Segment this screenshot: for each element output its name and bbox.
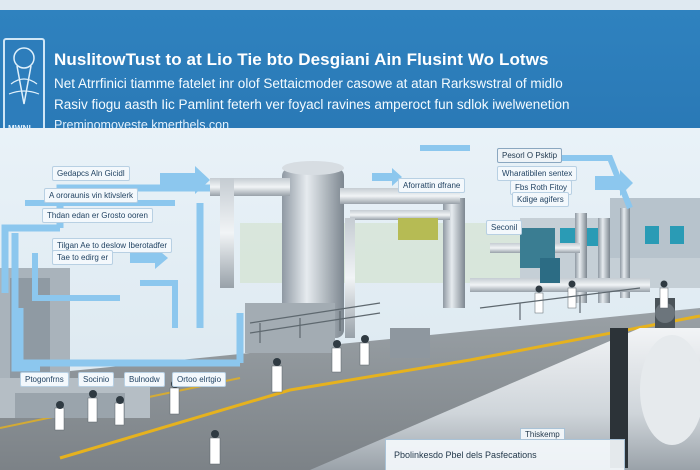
label-process-14: Ptogonfrns (20, 372, 69, 387)
label-process-16: Bulnodw (124, 372, 165, 387)
subtitle-line-1: Net Atrrfinici tiamme fatelet inr olof S… (54, 76, 563, 91)
label-process-10: Kdige agifers (512, 192, 569, 207)
header-banner: MWNI NuslitowTust to at Lio Tie bto Desg… (0, 10, 700, 138)
label-process-1: Gedapcs Aln Gicidl (52, 166, 130, 181)
page-title: NuslitowTust to at Lio Tie bto Desgiani … (54, 50, 549, 69)
label-process-2: A ororaunis vin ktivslerk (44, 188, 139, 203)
label-process-3: Thdan edan er Grosto ooren (42, 208, 153, 223)
label-process-5: Tae to edirg er (52, 250, 114, 265)
label-process-7: Aforrattin dfrane (398, 178, 466, 193)
logo-badge: MWNI (3, 38, 45, 138)
water-tower-logo-icon (8, 47, 40, 105)
label-process-15: Socinio (78, 372, 115, 387)
label-process-8: Wharatibilen sentex (497, 166, 578, 181)
label-process-6: Pesorl O Psktip (497, 148, 563, 163)
label-process-13: Pbolinkesdo Pbel dels Pasfecations (385, 439, 625, 470)
subtitle-line-2: Rasiv fiogu aasth Iic Pamlint feterh ver… (54, 97, 570, 112)
plant-illustration: Gedapcs Aln Gicidl A ororaunis vin ktivs… (0, 128, 700, 470)
label-process-12: Thiskemp (520, 428, 565, 441)
label-process-11: Seconil (486, 220, 523, 235)
label-process-17: Ortoo elrtgio (172, 372, 227, 387)
